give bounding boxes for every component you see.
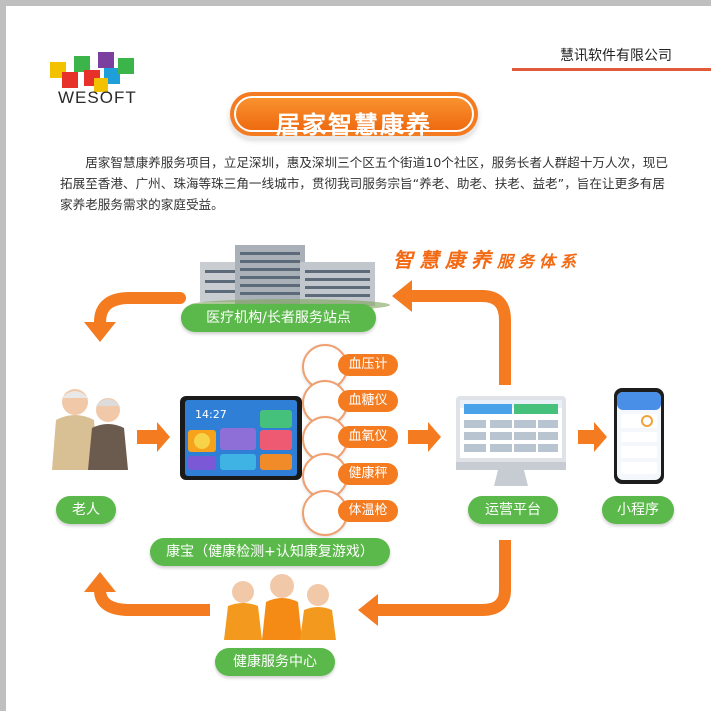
- arrow-tablet-to-platform: [408, 422, 441, 452]
- system-title-sub: 服务体系: [497, 252, 582, 271]
- system-title: 智慧康养服务体系: [393, 244, 581, 273]
- tablet-device: [180, 396, 302, 480]
- page-title: 居家智慧康养: [276, 111, 432, 139]
- label-platform: 运营平台: [468, 496, 558, 524]
- arrow-bottom-right-head: [358, 594, 378, 626]
- frame-left: [0, 0, 6, 711]
- device-label-glucose: 血糖仪: [338, 390, 398, 412]
- title-pill: 居家智慧康养: [230, 92, 478, 139]
- arrow-platform-to-mini: [578, 422, 607, 452]
- device-label-oximeter: 血氧仪: [338, 426, 398, 448]
- frame-top: [0, 0, 711, 6]
- label-kangbao: 康宝（健康检测+认知康复游戏）: [150, 538, 390, 566]
- arrow-top-left: [94, 292, 186, 336]
- arrow-bottom-right: [375, 540, 511, 616]
- label-miniprogram: 小程序: [602, 496, 674, 524]
- tablet-time: 14:27: [195, 408, 227, 421]
- elderly-couple-illustration: [52, 389, 128, 470]
- arrow-elder-to-tablet: [137, 422, 170, 452]
- title-pill-inner: 居家智慧康养: [234, 96, 474, 139]
- mini-program-phone: [614, 388, 664, 484]
- label-health-center: 健康服务中心: [215, 648, 335, 676]
- arrow-bottom-left-head: [84, 572, 116, 592]
- device-label-blood-pressure: 血压计: [338, 354, 398, 376]
- system-title-main: 智慧康养: [393, 248, 497, 272]
- company-underline: [512, 68, 711, 71]
- device-label-thermometer: 体温枪: [338, 500, 398, 522]
- arrow-top-left-head: [84, 322, 116, 342]
- arrow-bottom-left: [94, 585, 210, 616]
- arrow-top-right: [410, 290, 511, 385]
- intro-paragraph: 居家智慧康养服务项目，立足深圳，惠及深圳三个区五个街道10个社区，服务长者人群超…: [60, 155, 668, 212]
- building-illustration: [190, 245, 390, 311]
- arrow-top-right-head: [392, 280, 412, 312]
- label-elder: 老人: [56, 496, 116, 524]
- health-workers-illustration: [224, 574, 336, 640]
- wesoft-logo-icon: [50, 52, 134, 92]
- logo-text: WESOFT: [58, 88, 137, 107]
- platform-monitor: [456, 396, 566, 486]
- device-label-scale: 健康秤: [338, 463, 398, 485]
- company-name: 慧讯软件有限公司: [560, 48, 672, 64]
- label-medical: 医疗机构/长者服务站点: [181, 304, 376, 332]
